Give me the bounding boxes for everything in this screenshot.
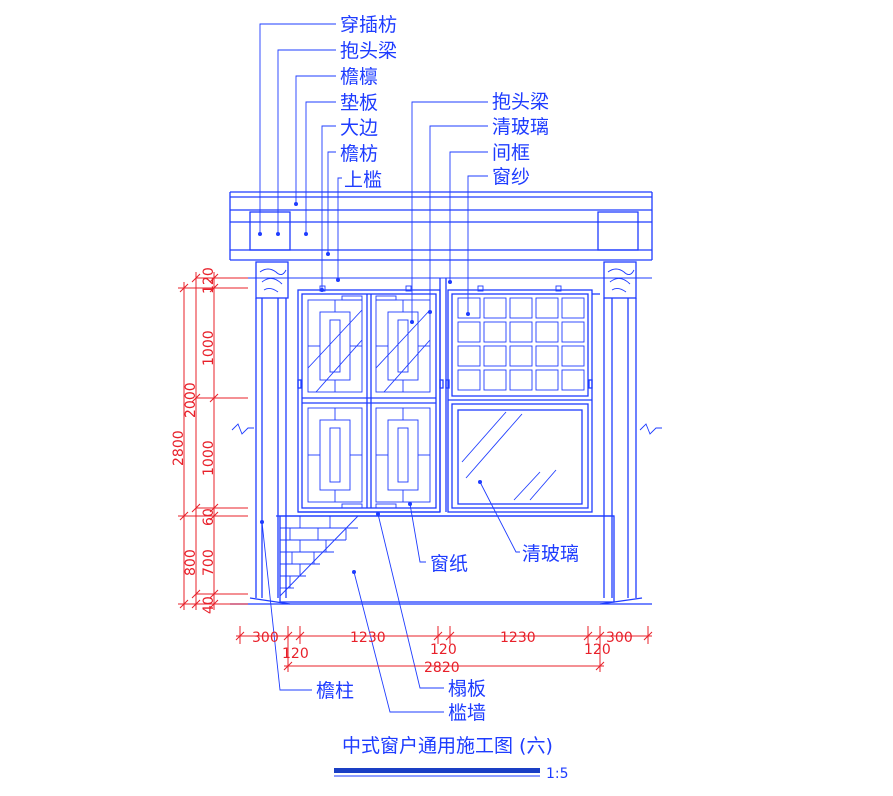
dim-bottom-300-right: 300 — [606, 630, 633, 646]
dim-left-1000-top: 1000 — [201, 330, 217, 366]
drawing-scale: 1:5 — [546, 766, 569, 782]
left-window — [297, 285, 441, 513]
dim-bottom-120-c: 120 — [584, 642, 611, 658]
dim-left-120: 120 — [201, 267, 217, 294]
dim-left-1000-bottom: 1000 — [201, 440, 217, 476]
dim-left-700: 700 — [201, 549, 217, 576]
break-mark-right — [639, 423, 662, 435]
dim-left-2000: 2000 — [183, 382, 199, 418]
center-hinge-left — [439, 379, 444, 389]
dim-left-800: 800 — [183, 549, 199, 576]
dim-bottom-1230-left: 1230 — [350, 630, 386, 646]
column-right — [599, 261, 643, 605]
label-da-bian: 大边 — [340, 117, 378, 139]
label-jian-qiang: 槛墙 — [448, 702, 486, 724]
dim-bottom-300-left: 300 — [252, 630, 279, 646]
label-dian-ban: 垫板 — [340, 92, 378, 114]
dim-bottom-2820: 2820 — [424, 660, 460, 676]
beam-head-left — [249, 211, 291, 251]
label-bao-tou-liang-2: 抱头梁 — [492, 91, 549, 113]
right-window — [447, 285, 600, 513]
label-yan-lin: 檐檩 — [340, 66, 378, 88]
beam-structure — [229, 191, 653, 279]
sill-wall — [276, 515, 615, 603]
title-underline-thick — [334, 768, 540, 773]
drawing-title: 中式窗户通用施工图 (六) — [342, 735, 553, 757]
leader-lines-right — [410, 101, 488, 324]
dim-bottom-120-a: 120 — [282, 646, 309, 662]
right-hinge — [588, 379, 593, 389]
dim-left-2800: 2800 — [171, 430, 187, 466]
dim-bottom-120-b: 120 — [430, 642, 457, 658]
dim-left-60: 60 — [201, 508, 217, 526]
label-chuang-zhi: 窗纸 — [430, 553, 468, 575]
dimensions-left: 120 1000 2000 1000 60 700 40 2800 800 — [171, 267, 248, 614]
dim-left-40: 40 — [201, 596, 217, 614]
label-yan-fang: 檐枋 — [340, 143, 378, 165]
label-jian-kuang: 间框 — [492, 142, 530, 164]
left-hinge — [297, 379, 302, 389]
dimensions-bottom: 300 1230 1230 300 120 120 120 2820 — [235, 626, 653, 676]
label-chuang-sha: 窗纱 — [492, 166, 530, 188]
column-left — [249, 261, 291, 605]
leader-lines-left — [258, 23, 342, 292]
label-yan-zhu: 檐柱 — [316, 680, 354, 702]
title-block: 中式窗户通用施工图 (六) 1:5 — [334, 735, 569, 782]
center-hinge-right — [445, 379, 450, 389]
break-mark-left — [231, 423, 254, 435]
label-qing-bo-li-right: 清玻璃 — [522, 543, 579, 565]
beam-head-right — [597, 211, 639, 251]
label-ta-ban: 榻板 — [448, 678, 486, 700]
label-qing-bo-li-top: 清玻璃 — [492, 116, 549, 138]
dim-bottom-1230-right: 1230 — [500, 630, 536, 646]
label-bao-tou-liang: 抱头梁 — [340, 40, 397, 62]
label-shang-jian: 上槛 — [344, 169, 382, 191]
label-chuan-cha-fang: 穿插枋 — [340, 14, 397, 36]
leader-lines-bottom — [260, 480, 520, 713]
